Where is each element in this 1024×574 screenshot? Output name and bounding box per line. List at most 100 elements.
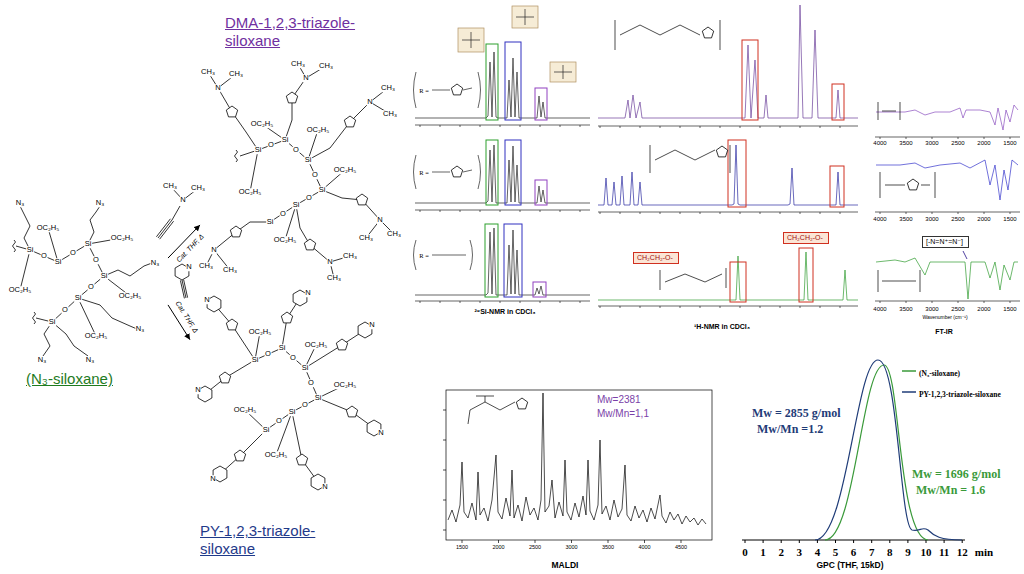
si-nmr-spectra	[414, 240, 473, 270]
h-nmr-spectra	[832, 84, 844, 120]
label-anchor: 0	[742, 546, 748, 558]
atom-label: CH₃	[343, 252, 358, 260]
label-anchor: 3500	[899, 140, 912, 146]
label-anchor: OC₂H₅	[36, 224, 60, 232]
atom-label: OC₂H₅	[306, 126, 330, 134]
maldi-spectrum	[446, 390, 712, 540]
dma-triazole-siloxane-structure	[206, 64, 394, 278]
reagent-structures	[156, 188, 196, 239]
label-anchor: OC₂H₅	[264, 451, 288, 459]
label-anchor: Si	[318, 186, 326, 194]
atom-label: N₃	[150, 259, 159, 267]
label-anchor: 7	[869, 546, 875, 558]
reagent-structures	[180, 280, 187, 299]
label-anchor: CH₃	[319, 62, 334, 70]
label-anchor: 2000	[977, 140, 990, 146]
dma-triazole-siloxane-structure	[226, 106, 237, 117]
atom-label: Si	[266, 218, 274, 226]
atom-label: OC₂H₅	[118, 292, 142, 300]
axis-tick-label: 11	[939, 546, 949, 558]
py-triazole-siloxane-structure	[225, 318, 352, 460]
atom-label: OC₂H₅	[84, 332, 108, 340]
atom-label: OC₂H₅	[304, 341, 328, 349]
atom-label: N	[180, 196, 186, 204]
label-anchor: O	[276, 417, 283, 425]
atom-label: CH₃	[359, 234, 374, 242]
py-triazole-siloxane-structure	[245, 332, 345, 455]
mass-value: Mw/Mn =1.2	[757, 422, 823, 437]
label-anchor: OC₂H₅	[84, 332, 108, 340]
atom-label: O	[290, 354, 297, 362]
label-anchor: Si	[301, 364, 309, 372]
label-anchor: O	[306, 194, 313, 202]
dma-triazole-siloxane-structure	[286, 92, 297, 103]
label-anchor: N	[327, 258, 333, 266]
label-anchor: Wavenumber (cm⁻¹)	[922, 314, 967, 320]
label-anchor: 1500	[1003, 306, 1016, 312]
label-anchor: OC₂H₅	[248, 328, 272, 336]
group-label: R =	[419, 252, 429, 259]
py-triazole-siloxane-structure	[219, 372, 230, 383]
axis-tick-label: 0	[742, 546, 748, 558]
label-anchor: O	[93, 256, 100, 264]
axis-tick-label: 4000	[873, 216, 886, 222]
si-nmr-spectra	[486, 44, 498, 120]
label-anchor: 4	[815, 546, 821, 558]
atom-label: CH₃	[291, 60, 306, 68]
label-anchor: N	[211, 246, 217, 254]
atom-label: CH₃	[327, 274, 342, 282]
atom-label: OC₂H₅	[8, 286, 32, 294]
atom-label: Si	[26, 246, 34, 254]
atom-label: Si	[48, 318, 56, 326]
ft-ir-spectra	[876, 160, 1018, 200]
maldi-spectrum	[468, 396, 515, 424]
label-anchor: 3000	[565, 544, 577, 550]
si-nmr-spectra	[486, 140, 498, 205]
label-anchor: Si	[254, 146, 262, 154]
gpc-chart	[742, 360, 965, 543]
label-anchor: Si	[281, 136, 289, 144]
mass-value: Mw = 2855 g/mol	[752, 406, 841, 421]
compound-name: PY-1,2,3-triazole-siloxane	[200, 522, 358, 558]
atom-label: CH₃	[229, 70, 244, 78]
atom-label: OC₂H₅	[273, 236, 297, 244]
dma-triazole-siloxane-structure	[304, 239, 315, 250]
label-anchor: Mw = 2855 g/mol	[752, 406, 841, 421]
si-nmr-spectra	[533, 282, 546, 297]
axis-tick-label: 1500	[1003, 216, 1016, 222]
ft-ir-spectra	[878, 102, 900, 120]
atom-label: O	[265, 350, 272, 358]
atom-label: OC₂H₅	[333, 381, 357, 389]
atom-label: N	[322, 483, 328, 491]
atom-label: O	[308, 379, 315, 387]
label-anchor: N	[378, 429, 384, 437]
label-anchor: O	[280, 210, 287, 218]
group-label: R =	[419, 87, 429, 94]
label-anchor: 2500	[951, 216, 964, 222]
label-anchor: 4000	[873, 216, 886, 222]
atom-label: Si	[54, 258, 62, 266]
atom-label: OC₂H₅	[248, 328, 272, 336]
axis-tick-label: 3000	[925, 140, 938, 146]
dma-triazole-siloxane-structure	[344, 116, 355, 127]
label-anchor: CH₃	[163, 182, 178, 190]
maldi-spectrum	[443, 410, 681, 543]
atom-label: OC₂H₅	[238, 188, 262, 196]
label-anchor: N	[369, 321, 375, 329]
gpc-chart	[742, 540, 965, 543]
label-anchor: 11	[939, 546, 949, 558]
label-anchor: CH₃	[199, 262, 214, 270]
h-nmr-spectra	[799, 248, 813, 302]
axis-tick-label: 10	[921, 546, 932, 558]
label-anchor: Si	[84, 240, 92, 248]
atom-label: CH₃	[387, 230, 402, 238]
atom-label: N	[377, 216, 383, 224]
label-anchor: 2500	[529, 544, 541, 550]
label-anchor: 4500	[675, 544, 687, 550]
atom-label: Si	[318, 186, 326, 194]
axis-tick-label: 3500	[899, 140, 912, 146]
mass-value: Mw/Mn = 1.6	[916, 483, 985, 498]
atom-label: O	[70, 249, 77, 257]
panel-caption: ²⁹Si-NMR in CDCl₃	[475, 308, 536, 315]
axis-tick-label: 4000	[638, 544, 650, 550]
